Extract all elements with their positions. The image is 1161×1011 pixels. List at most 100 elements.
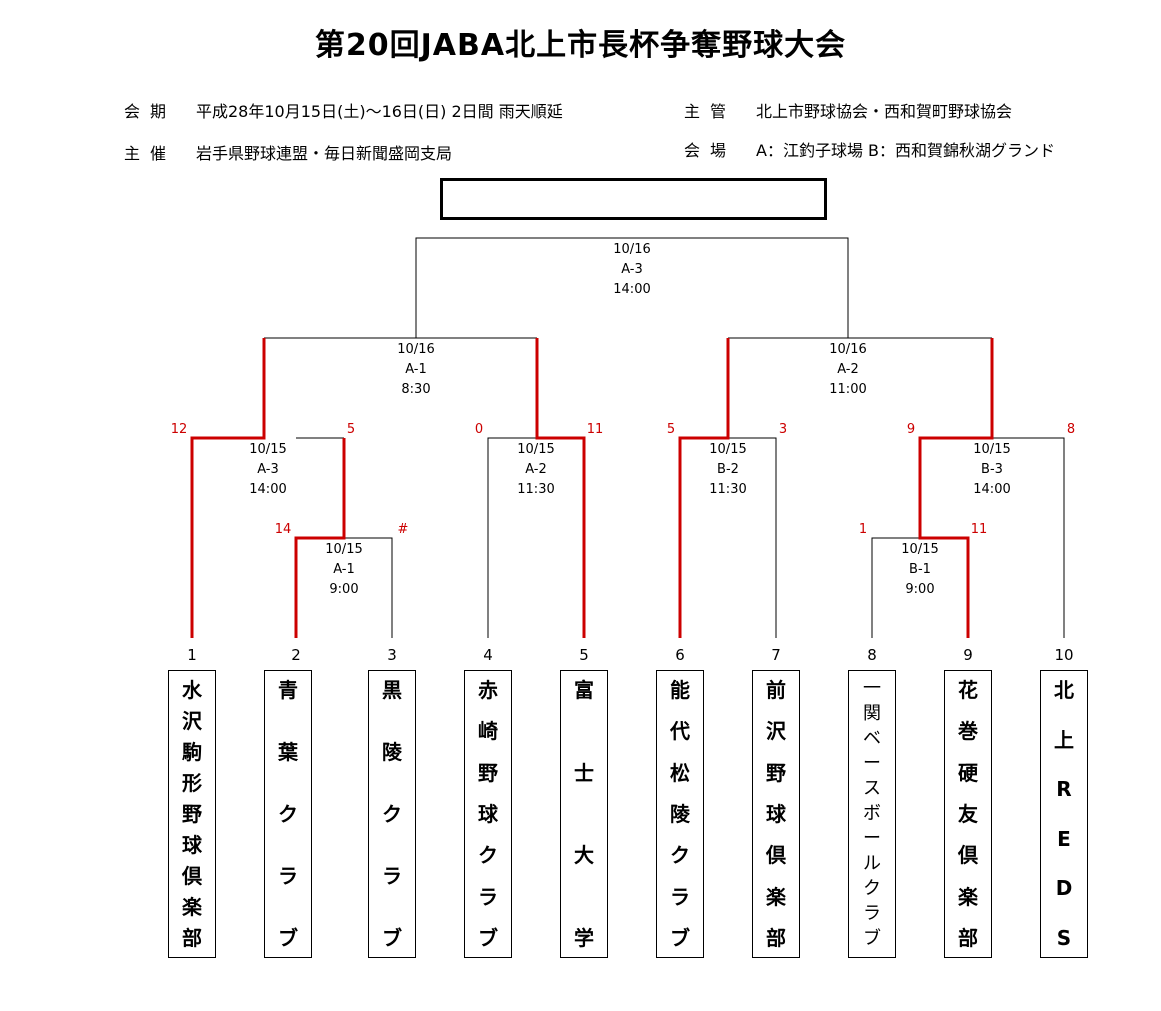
win-team6: [678, 338, 730, 638]
team-name-char: 士: [574, 760, 594, 785]
team-name-char: 富: [574, 678, 594, 702]
team-name-char: ク: [670, 843, 690, 868]
team-name-char: 球: [478, 801, 498, 826]
team-name-char: 花: [958, 678, 978, 702]
team-name-char: ラ: [278, 864, 298, 888]
team-name-char: 部: [958, 925, 978, 950]
team-name-char: 硬: [958, 760, 978, 785]
manager-value: 北上市野球協会・西和賀町野球協会: [756, 102, 1013, 121]
win-team9: [918, 338, 994, 638]
team-name-char: 北: [1054, 678, 1074, 702]
team-name-char: 野: [478, 760, 498, 785]
team-number: 10: [1054, 646, 1074, 664]
qf3-score-left: 5: [666, 422, 676, 437]
team-name-char: 倶: [182, 864, 202, 888]
team-box: 青葉クラブ: [264, 670, 312, 958]
team-name-char: 野: [766, 760, 786, 785]
team-name-char: 倶: [958, 843, 978, 868]
period-value: 平成28年10月15日(土)〜16日(日) 2日間 雨天順延: [196, 102, 563, 121]
team-name-char: 楽: [958, 884, 978, 909]
team-name-char: ス: [863, 778, 881, 800]
team-name-char: 水: [182, 678, 202, 702]
team-name-char: 沢: [182, 709, 202, 733]
team-box: 花巻硬友倶楽部: [944, 670, 992, 958]
team-name-char: ラ: [478, 884, 498, 909]
qf2-left: [487, 437, 537, 638]
team-name-char: ブ: [478, 925, 498, 950]
qf3-score-right: 3: [778, 422, 788, 437]
team-name-char: 陵: [670, 801, 690, 826]
team-name-char: 球: [766, 801, 786, 826]
team-name-char: 崎: [478, 719, 498, 744]
team-name-char: 学: [574, 925, 594, 950]
team-number: 8: [867, 646, 877, 664]
team-name-char: ブ: [382, 926, 402, 950]
team-name-char: R: [1056, 777, 1072, 802]
team-name-char: 倶: [766, 843, 786, 868]
team-box: 一関ベースボールクラブ: [848, 670, 896, 958]
team-name-char: ク: [382, 802, 402, 826]
team-name-char: 部: [182, 926, 202, 950]
team-box: 富士大学: [560, 670, 608, 958]
r1a-score-right: #: [397, 522, 409, 537]
team-name-char: 赤: [478, 678, 498, 702]
team-number: 3: [387, 646, 397, 664]
r1a-right: [344, 537, 393, 638]
team-name-char: 形: [182, 771, 202, 795]
team-name-char: 球: [182, 833, 202, 857]
team-number: 6: [675, 646, 685, 664]
qf4-score-left: 9: [906, 422, 916, 437]
team-name-char: ク: [278, 802, 298, 826]
team-name-char: ブ: [670, 925, 690, 950]
team-name-char: 上: [1054, 727, 1074, 752]
team-box: 前沢野球倶楽部: [752, 670, 800, 958]
team-name-char: 部: [766, 925, 786, 950]
champion-box: [440, 178, 827, 220]
qf1-score-right: 5: [346, 422, 356, 437]
team-name-char: 駒: [182, 740, 202, 764]
r1a-score-left: 14: [274, 522, 292, 537]
venue-value: A：江釣子球場 B：西和賀錦秋湖グランド: [756, 141, 1056, 160]
qf4-score-right: 8: [1066, 422, 1076, 437]
team-name-char: E: [1057, 826, 1071, 851]
team-box: 黒陵クラブ: [368, 670, 416, 958]
team-name-char: ボ: [863, 803, 881, 825]
team-name-char: ラ: [670, 884, 690, 909]
organizer-label: 主催: [124, 144, 177, 163]
team-name-char: ラ: [863, 903, 881, 925]
team-name-char: ベ: [863, 728, 881, 750]
team-name-char: S: [1056, 925, 1072, 950]
team-name-char: 青: [278, 678, 298, 702]
team-number: 2: [291, 646, 301, 664]
qf2-score-left: 0: [474, 422, 484, 437]
team-name-char: ブ: [863, 928, 881, 950]
team-box: 赤崎野球クラブ: [464, 670, 512, 958]
team-name-char: 楽: [182, 895, 202, 919]
qf3-right: [728, 437, 777, 638]
team-name-char: 代: [670, 719, 690, 744]
organizer-value: 岩手県野球連盟・毎日新聞盛岡支局: [196, 144, 453, 163]
team-number: 4: [483, 646, 493, 664]
r1b-score-right: 11: [970, 522, 988, 537]
team-box: 能代松陵クラブ: [656, 670, 704, 958]
qf2-score-right: 11: [586, 422, 604, 437]
team-name-char: ク: [863, 878, 881, 900]
team-number: 1: [187, 646, 197, 664]
team-name-char: 沢: [766, 719, 786, 744]
r1b-score-left: 1: [858, 522, 868, 537]
win-team1: [190, 338, 266, 638]
venue-label: 会場: [684, 141, 737, 160]
manager-label: 主管: [684, 102, 737, 121]
team-name-char: ラ: [382, 864, 402, 888]
team-name-char: ブ: [278, 926, 298, 950]
team-name-char: ー: [863, 828, 881, 850]
qf1-score-left: 12: [170, 422, 188, 437]
team-name-char: 巻: [958, 719, 978, 744]
team-name-char: 大: [574, 843, 594, 868]
